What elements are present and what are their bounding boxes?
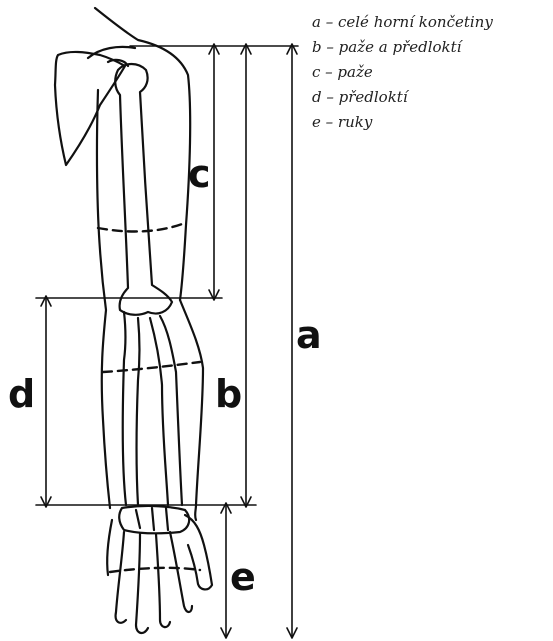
label-d: d: [8, 372, 35, 416]
legend-item-e: e – ruky: [312, 110, 493, 135]
legend-item-b: b – paže a předloktí: [312, 35, 493, 60]
ulna: [123, 312, 126, 505]
label-e: e: [230, 555, 256, 599]
scapula: [55, 52, 125, 165]
radius: [150, 318, 168, 505]
measurement-lines: [36, 44, 298, 638]
legend-item-c: c – paže: [312, 60, 493, 85]
legend: a – celé horní končetiny b – paže a před…: [312, 10, 493, 135]
label-b: b: [215, 372, 242, 416]
arm-outline: [95, 8, 203, 520]
humerus: [115, 64, 172, 315]
hand: [107, 506, 212, 633]
label-a: a: [296, 313, 322, 357]
label-c: c: [188, 152, 211, 196]
legend-item-d: d – předloktí: [312, 85, 493, 110]
legend-item-a: a – celé horní končetiny: [312, 10, 493, 35]
segment-boundaries: [98, 224, 200, 572]
